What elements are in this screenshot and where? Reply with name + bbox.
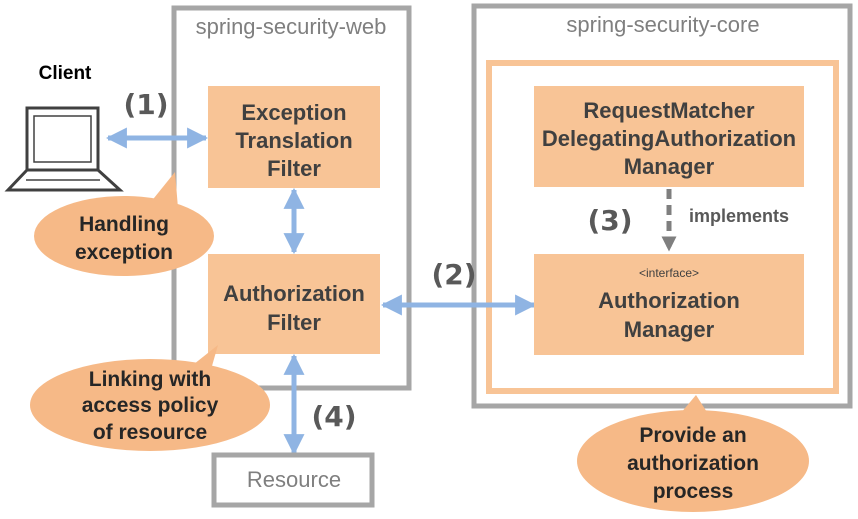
svg-text:Exception: Exception	[241, 100, 346, 125]
interface-stereotype: <interface>	[639, 266, 699, 280]
svg-text:Filter: Filter	[267, 310, 321, 335]
core-authorization-frame	[486, 60, 839, 394]
handling-exception-callout: Handling exception	[34, 172, 214, 276]
svg-text:process: process	[653, 480, 734, 503]
spring-security-core-container: spring-security-core	[471, 3, 853, 409]
step-1-label: (1)	[123, 88, 168, 121]
request-matcher-manager-box: RequestMatcher DelegatingAuthorization M…	[534, 86, 804, 187]
svg-text:of resource: of resource	[93, 421, 207, 444]
client-label: Client	[39, 63, 92, 84]
svg-text:Provide an: Provide an	[639, 424, 746, 447]
exception-translation-filter-box: Exception Translation Filter	[208, 86, 380, 188]
resource-box: Resource	[211, 452, 375, 508]
svg-text:Manager: Manager	[624, 317, 715, 342]
implements-label: implements	[689, 206, 789, 226]
svg-text:RequestMatcher: RequestMatcher	[583, 98, 755, 123]
svg-text:exception: exception	[75, 241, 173, 264]
step-4-label: (4)	[311, 400, 356, 433]
svg-text:Authorization: Authorization	[598, 288, 740, 313]
client-laptop-icon	[4, 106, 124, 192]
svg-text:access policy: access policy	[82, 394, 219, 417]
spring-security-core-title: spring-security-core	[566, 12, 759, 37]
step-2-label: (2)	[431, 258, 476, 291]
svg-text:Resource: Resource	[247, 467, 341, 492]
svg-text:Filter: Filter	[267, 156, 321, 181]
provide-authorization-callout: Provide an authorization process	[577, 395, 809, 512]
svg-text:authorization: authorization	[627, 452, 759, 475]
svg-text:Handling: Handling	[79, 213, 169, 236]
svg-text:Authorization: Authorization	[223, 281, 365, 306]
linking-access-policy-callout: Linking with access policy of resource	[30, 345, 270, 451]
authorization-filter-box: Authorization Filter	[208, 254, 380, 354]
svg-text:DelegatingAuthorization: DelegatingAuthorization	[542, 126, 796, 151]
spring-security-web-title: spring-security-web	[196, 14, 387, 39]
svg-text:Linking with: Linking with	[89, 368, 211, 391]
authorization-manager-box: <interface> Authorization Manager	[534, 254, 804, 355]
step-3-label: (3)	[587, 204, 632, 237]
svg-text:Manager: Manager	[624, 154, 715, 179]
svg-text:Translation: Translation	[235, 128, 352, 153]
